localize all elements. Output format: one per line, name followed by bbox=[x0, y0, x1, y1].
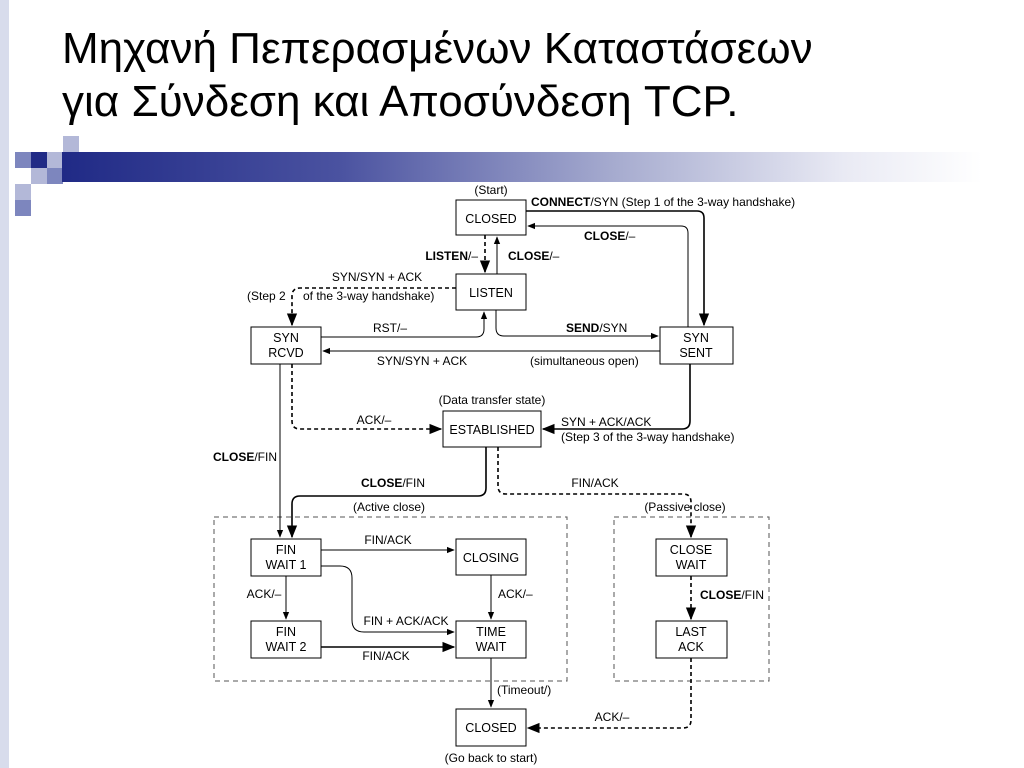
arrow-syn-sent-to-established bbox=[541, 364, 691, 435]
label-close-fin-last-ack: CLOSE/FIN bbox=[700, 588, 764, 602]
svg-text:CLOSED: CLOSED bbox=[465, 721, 516, 735]
annotation-step-3: (Step 3 of the 3-way handshake) bbox=[561, 430, 734, 444]
svg-text:WAIT 2: WAIT 2 bbox=[266, 640, 307, 654]
svg-text:CLOSING: CLOSING bbox=[463, 551, 519, 565]
label-synack-ack: SYN + ACK/ACK bbox=[561, 415, 651, 429]
arrow-listen-to-syn-sent bbox=[495, 310, 659, 340]
deco-square bbox=[47, 168, 63, 184]
state-closed-bottom: CLOSED bbox=[455, 708, 527, 747]
label-connect-syn: CONNECT/SYN (Step 1 of the 3-way handsha… bbox=[531, 195, 795, 209]
svg-text:LISTEN: LISTEN bbox=[469, 286, 513, 300]
svg-text:ESTABLISHED: ESTABLISHED bbox=[449, 423, 534, 437]
svg-text:FIN: FIN bbox=[276, 625, 296, 639]
label-fin-ack-passive: FIN/ACK bbox=[571, 476, 618, 490]
svg-text:SYN: SYN bbox=[273, 331, 299, 345]
svg-text:FIN: FIN bbox=[276, 543, 296, 557]
annotation-data-transfer-state: (Data transfer state) bbox=[439, 393, 546, 407]
annotation-active-close: (Active close) bbox=[353, 500, 425, 514]
arrow-syn-rcvd-to-established bbox=[291, 364, 443, 435]
label-close-fin-established: CLOSE/FIN bbox=[361, 476, 425, 490]
annotation-step-2-cont: of the 3-way handshake) bbox=[303, 289, 434, 303]
svg-text:RCVD: RCVD bbox=[268, 346, 303, 360]
state-closing: CLOSING bbox=[455, 538, 527, 576]
label-fin-ack-ack: FIN + ACK/ACK bbox=[363, 614, 448, 628]
title-decoration bbox=[0, 0, 1024, 220]
title-gradient-bar bbox=[62, 152, 982, 182]
slide-title-line-2: για Σύνδεση και Αποσύνδεση TCP. bbox=[62, 77, 739, 126]
label-ack-to-closed: ACK/– bbox=[595, 710, 630, 724]
label-rst: RST/– bbox=[373, 321, 407, 335]
state-close-wait: CLOSE WAIT bbox=[655, 538, 728, 577]
annotation-start: (Start) bbox=[474, 183, 507, 197]
annotation-timeout: (Timeout/) bbox=[497, 683, 551, 697]
svg-text:WAIT: WAIT bbox=[676, 558, 707, 572]
state-established: ESTABLISHED bbox=[442, 410, 542, 448]
label-close-fin-left: CLOSE/FIN bbox=[213, 450, 277, 464]
svg-text:WAIT: WAIT bbox=[476, 640, 507, 654]
state-last-ack: LAST ACK bbox=[655, 620, 728, 659]
active-close-group-frame bbox=[213, 516, 568, 682]
svg-text:LAST: LAST bbox=[675, 625, 707, 639]
state-fin-wait-2: FIN WAIT 2 bbox=[250, 620, 322, 659]
svg-text:CLOSE: CLOSE bbox=[670, 543, 712, 557]
label-close-from-listen: CLOSE/– bbox=[508, 249, 560, 263]
svg-text:CLOSED: CLOSED bbox=[465, 212, 516, 226]
arrow-established-to-close-wait bbox=[497, 447, 697, 539]
deco-square bbox=[15, 152, 31, 168]
annotation-step-2: (Step 2 bbox=[247, 289, 286, 303]
deco-square bbox=[15, 200, 31, 216]
label-syn-synack-top: SYN/SYN + ACK bbox=[332, 270, 422, 284]
annotation-go-back-to-start: (Go back to start) bbox=[445, 751, 538, 765]
arrow-fin-wait-1-to-time-wait bbox=[321, 565, 455, 636]
deco-square bbox=[47, 152, 63, 168]
state-time-wait: TIME WAIT bbox=[455, 620, 527, 659]
svg-text:WAIT 1: WAIT 1 bbox=[266, 558, 307, 572]
label-syn-synack-mid: SYN/SYN + ACK bbox=[377, 354, 467, 368]
deco-square bbox=[31, 152, 47, 168]
label-ack-fin-wait-2: ACK/– bbox=[247, 587, 282, 601]
label-send-syn: SEND/SYN bbox=[566, 321, 627, 335]
deco-square bbox=[63, 136, 79, 152]
label-listen: LISTEN/– bbox=[425, 249, 478, 263]
arrow-syn-rcvd-to-listen bbox=[321, 311, 488, 338]
annotation-simultaneous-open: (simultaneous open) bbox=[530, 354, 639, 368]
deco-square bbox=[15, 184, 31, 200]
svg-text:ACK: ACK bbox=[678, 640, 704, 654]
arrow-established-to-fin-wait-1 bbox=[286, 447, 487, 539]
label-close-to-closed: CLOSE/– bbox=[584, 229, 636, 243]
label-ack-to-established: ACK/– bbox=[357, 413, 392, 427]
label-fin-ack-closing: FIN/ACK bbox=[364, 533, 411, 547]
label-fin-ack-fin-wait-2: FIN/ACK bbox=[362, 649, 409, 663]
arrow-closed-to-syn-sent bbox=[526, 210, 710, 327]
svg-text:SYN: SYN bbox=[683, 331, 709, 345]
state-syn-sent: SYN SENT bbox=[659, 326, 734, 365]
left-edge-rule bbox=[0, 0, 9, 768]
slide-title-line-1: Μηχανή Πεπερασμένων Καταστάσεων bbox=[62, 24, 813, 73]
slide-title: Μηχανή Πεπερασμένων Καταστάσεων για Σύνδ… bbox=[62, 22, 813, 128]
svg-text:TIME: TIME bbox=[476, 625, 506, 639]
arrow-syn-sent-to-closed bbox=[527, 222, 689, 327]
label-ack-time-wait: ACK/– bbox=[498, 587, 533, 601]
arrow-listen-to-syn-rcvd bbox=[286, 287, 456, 327]
state-fin-wait-1: FIN WAIT 1 bbox=[250, 538, 322, 577]
state-closed-top: CLOSED bbox=[455, 199, 527, 236]
state-syn-rcvd: SYN RCVD bbox=[250, 326, 322, 365]
annotation-passive-close: (Passive close) bbox=[644, 500, 725, 514]
state-listen: LISTEN bbox=[455, 273, 527, 311]
svg-text:SENT: SENT bbox=[679, 346, 713, 360]
deco-square bbox=[31, 168, 47, 184]
